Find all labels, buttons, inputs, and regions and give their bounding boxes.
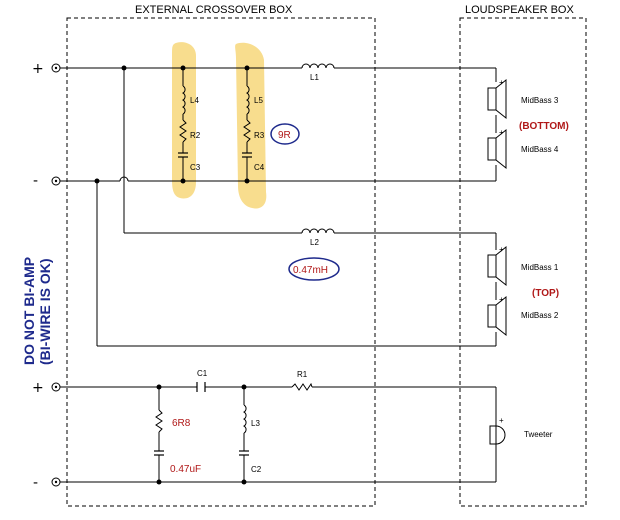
- svg-text:+: +: [499, 128, 504, 137]
- terminal-minus-bottom: -: [33, 475, 61, 491]
- svg-text:+: +: [499, 416, 504, 425]
- svg-text:+: +: [499, 295, 504, 304]
- speaker-midbass2: +: [487, 295, 507, 337]
- side-note: DO NOT BI-AMP (BI-WIRE IS OK): [21, 257, 53, 365]
- branch-l4-r2-c3: [178, 68, 188, 181]
- annotation-top: (TOP): [532, 288, 559, 299]
- label-midbass3: MidBass 3: [521, 96, 559, 105]
- branch-zobel: [154, 387, 164, 482]
- inductor-L1: [301, 63, 335, 69]
- label-midbass4: MidBass 4: [521, 145, 559, 154]
- label-L5: L5: [254, 96, 263, 105]
- speaker-box-title: LOUDSPEAKER BOX: [465, 4, 574, 16]
- svg-text:-: -: [33, 475, 38, 491]
- annotation-cap-value: 0.47uF: [170, 464, 201, 475]
- label-C2: C2: [251, 465, 262, 474]
- svg-text:+: +: [499, 78, 504, 87]
- label-R2: R2: [190, 131, 201, 140]
- wiring-lower: [60, 384, 497, 485]
- speaker-box-outline: [459, 17, 587, 507]
- side-note-line1: DO NOT BI-AMP: [21, 257, 37, 365]
- label-R1: R1: [297, 370, 308, 379]
- label-tweeter: Tweeter: [524, 430, 553, 439]
- terminal-plus-top: +: [32, 61, 61, 77]
- svg-text:+: +: [32, 380, 44, 396]
- terminal-minus-top: -: [33, 173, 61, 189]
- annotation-bottom: (BOTTOM): [519, 121, 569, 132]
- wiring-upper: [60, 65, 497, 347]
- crossover-box-title: EXTERNAL CROSSOVER BOX: [135, 4, 293, 16]
- annotation-9r: 9R: [278, 130, 291, 141]
- annotation-inductance: 0.47mH: [293, 265, 328, 276]
- svg-text:+: +: [499, 245, 504, 254]
- branch-l5-r3-c4: [242, 68, 252, 181]
- highlight-mark-right: [235, 42, 267, 209]
- label-C4: C4: [254, 163, 265, 172]
- annotation-ellipse-inductance: [288, 257, 340, 281]
- speaker-midbass4: +: [487, 128, 507, 170]
- speaker-tweeter: +: [489, 416, 506, 445]
- label-L2: L2: [310, 238, 319, 247]
- label-midbass1: MidBass 1: [521, 263, 559, 272]
- label-L3: L3: [251, 419, 260, 428]
- label-C3: C3: [190, 163, 201, 172]
- label-C1: C1: [197, 369, 208, 378]
- annotation-ellipse-9r: [270, 123, 300, 145]
- capacitor-C1: [196, 382, 206, 392]
- speaker-midbass3: +: [487, 78, 507, 120]
- speaker-midbass1: +: [487, 245, 507, 287]
- branch-l3-c2: [239, 387, 249, 482]
- svg-text:+: +: [32, 61, 44, 77]
- svg-text:-: -: [33, 173, 38, 189]
- crossover-box-outline: [66, 17, 376, 507]
- label-midbass2: MidBass 2: [521, 311, 559, 320]
- resistor-R1: [291, 382, 313, 391]
- label-L4: L4: [190, 96, 199, 105]
- terminal-plus-bottom: +: [32, 380, 61, 396]
- inductor-L2: [301, 228, 335, 234]
- annotation-resistor-value: 6R8: [172, 418, 191, 429]
- label-R3: R3: [254, 131, 265, 140]
- label-L1: L1: [310, 73, 319, 82]
- side-note-line2: (BI-WIRE IS OK): [37, 258, 53, 365]
